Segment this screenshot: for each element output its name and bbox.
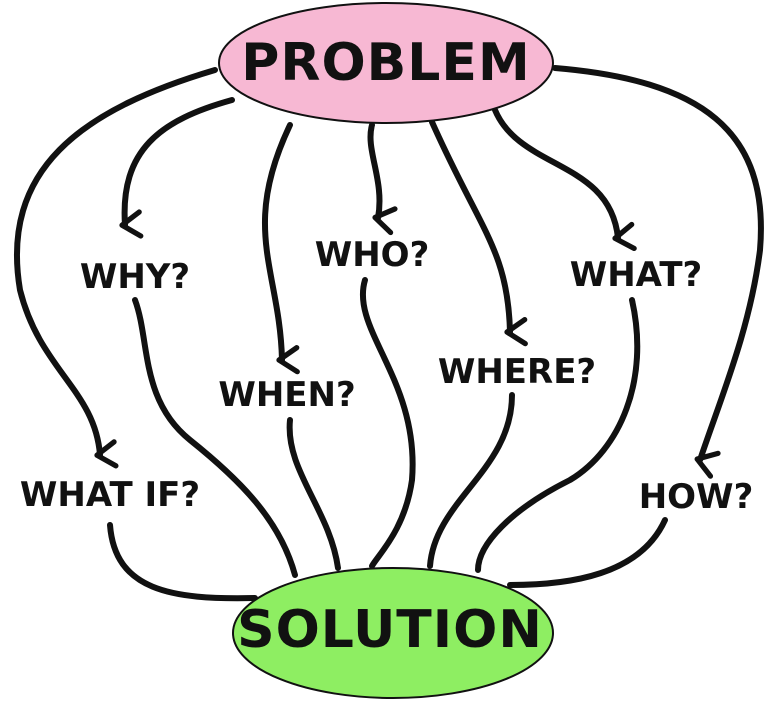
connector-problem-who (367, 122, 398, 236)
connector-problem-where (429, 119, 528, 347)
connector-problem-how (552, 65, 764, 479)
connector-problem-when (262, 122, 300, 375)
problem-label: PROBLEM (241, 33, 530, 93)
connector-problem-whatif (13, 67, 218, 469)
problem-node: PROBLEM (218, 2, 554, 124)
connector-how-solution (507, 517, 668, 588)
solution-label: SOLUTION (237, 600, 543, 660)
question-what-if: WHAT IF? (20, 475, 200, 515)
question-where: WHERE? (438, 352, 596, 392)
solution-node: SOLUTION (232, 567, 554, 699)
connector-problem-why (119, 97, 235, 239)
question-when: WHEN? (218, 375, 355, 415)
connector-where-solution (427, 392, 515, 569)
connector-what-solution (475, 297, 641, 573)
connector-why-solution (132, 297, 298, 578)
connector-who-solution (360, 277, 416, 569)
connector-whatif-solution (107, 522, 258, 602)
question-how: HOW? (639, 477, 754, 517)
question-who: WHO? (315, 235, 430, 275)
question-what: WHAT? (570, 255, 703, 295)
question-why: WHY? (80, 257, 190, 297)
connector-when-solution (286, 417, 341, 571)
connector-problem-what (492, 107, 637, 252)
